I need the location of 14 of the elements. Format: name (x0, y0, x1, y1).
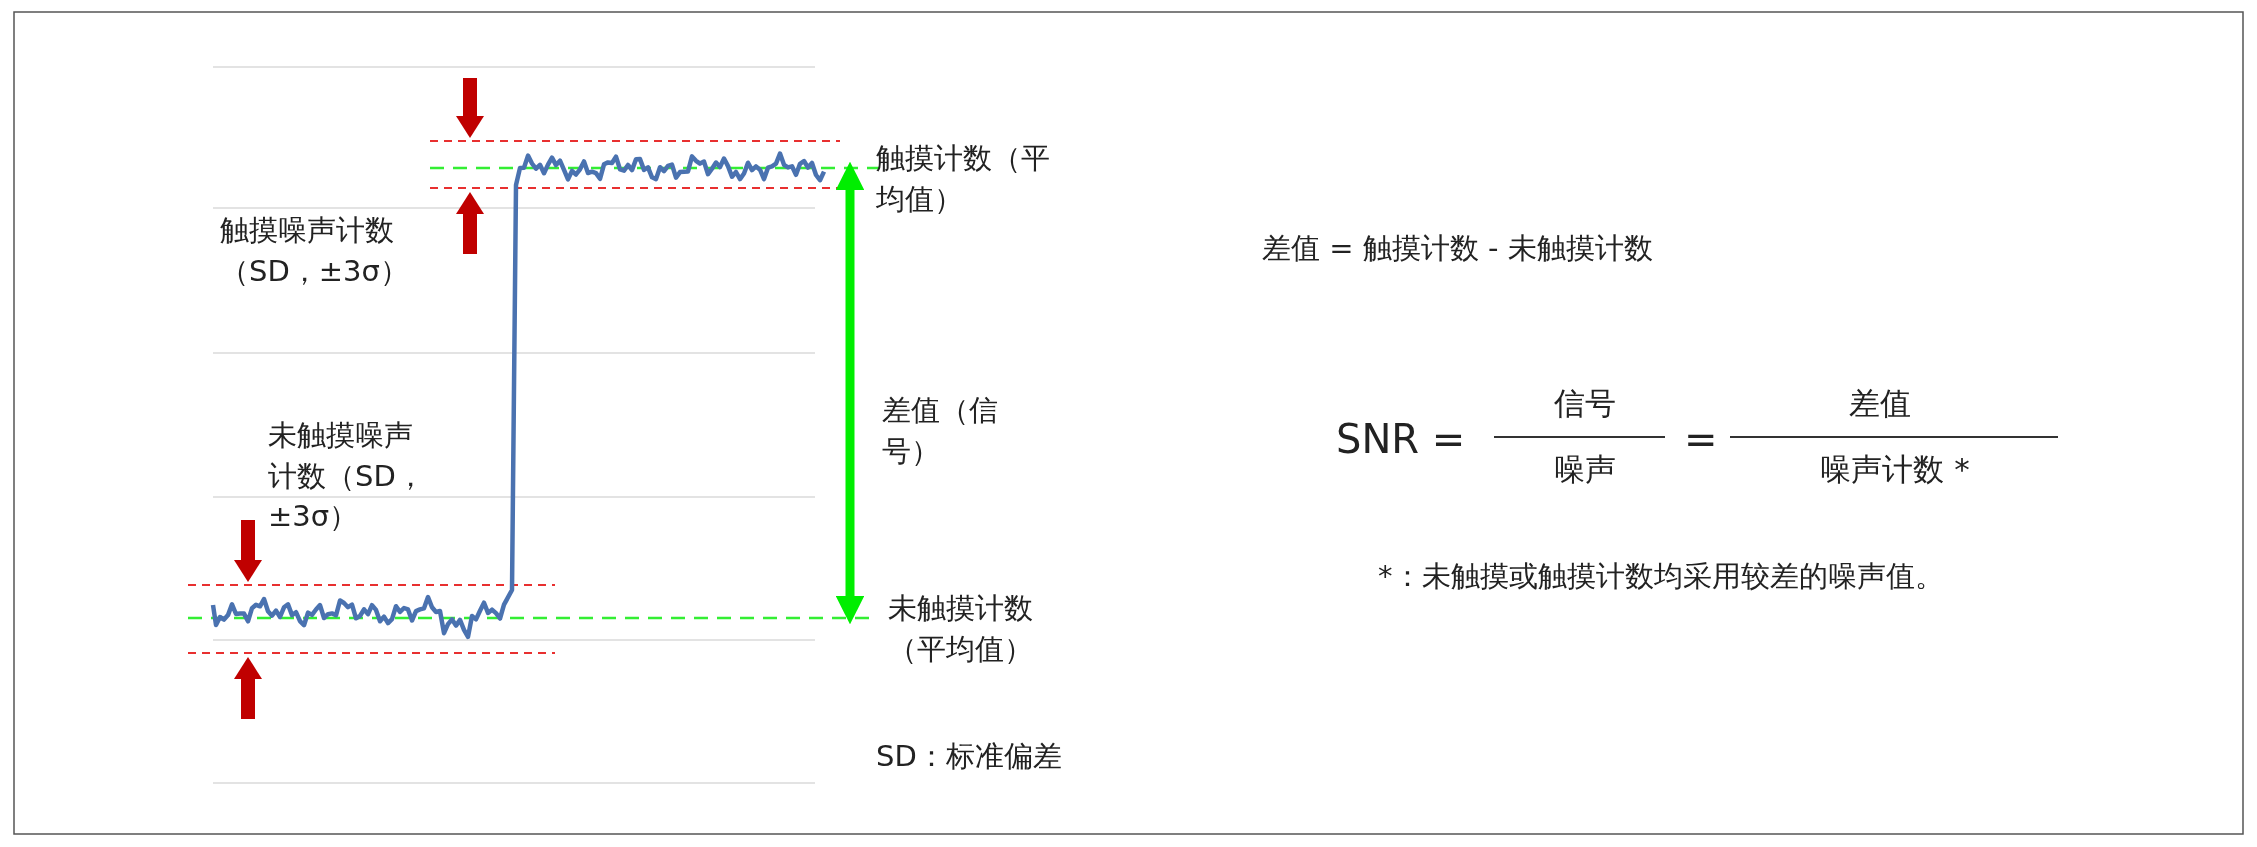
annotation-text: 触摸计数（平均值） (876, 140, 1051, 218)
annotation-text: 触摸噪声计数（SD，±3σ） (220, 212, 410, 290)
annotation-text: 未触摸噪声计数（SD，±3σ） (268, 417, 426, 536)
numerator-text: 差值 (1848, 384, 1912, 423)
annotation-text: 未触摸计数（平均值） (888, 590, 1034, 668)
formula-text: = (1684, 415, 1718, 464)
footnote-text: *：未触摸或触摸计数均采用较差的噪声值。 (1378, 558, 1944, 595)
denominator-text: 噪声计数 * (1819, 450, 1971, 489)
formula-text: 差值 = 触摸计数 - 未触摸计数 (1262, 230, 1653, 267)
denominator-text: 噪声 (1553, 450, 1617, 489)
formula-text: SNR = (1336, 415, 1466, 464)
footnote-text: SD：标准偏差 (876, 738, 1062, 775)
numerator-text: 信号 (1553, 384, 1617, 423)
annotation-text: 差值（信号） (882, 392, 999, 470)
